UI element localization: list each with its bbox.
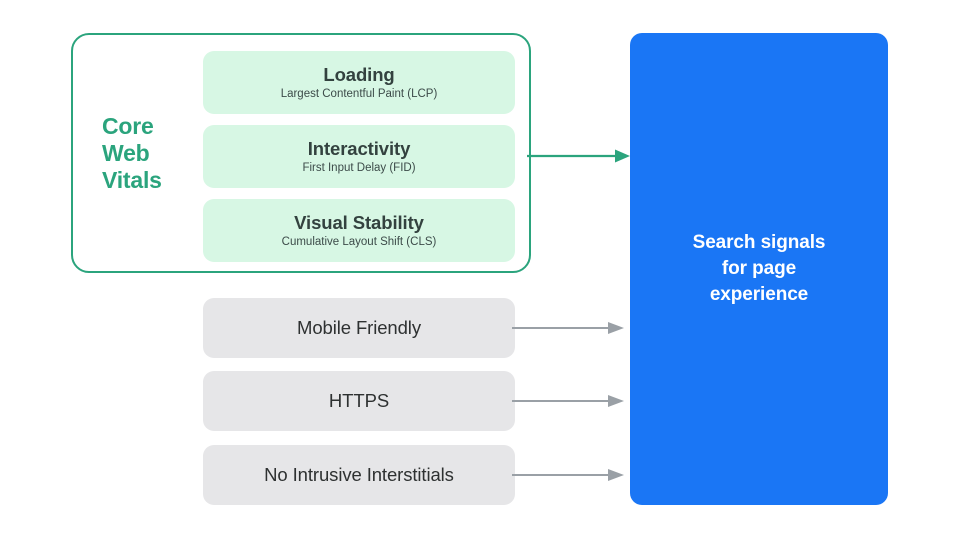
arrow-https-to-outcome-icon bbox=[512, 395, 624, 407]
outcome-panel: Search signals for page experience bbox=[630, 33, 888, 505]
signal-no-intrusive-interstitials: No Intrusive Interstitials bbox=[203, 445, 515, 505]
signal-label: Mobile Friendly bbox=[297, 317, 421, 338]
metric-title: Interactivity bbox=[307, 137, 411, 159]
outcome-text-line-3: experience bbox=[709, 284, 809, 305]
metric-card-loading: Loading Largest Contentful Paint (LCP) bbox=[203, 51, 515, 114]
arrow-no-intrusive-interstitials-to-outcome-icon bbox=[512, 469, 624, 481]
metric-card-visual-stability: Visual Stability Cumulative Layout Shift… bbox=[203, 199, 515, 262]
core-web-vitals-label-line-3: Vitals bbox=[102, 167, 162, 193]
core-web-vitals-label-line-2: Web bbox=[102, 140, 150, 166]
metric-subtitle: First Input Delay (FID) bbox=[302, 161, 416, 174]
outcome-text-line-1: Search signals bbox=[692, 232, 826, 253]
metric-subtitle: Cumulative Layout Shift (CLS) bbox=[281, 235, 437, 248]
metric-card-interactivity: Interactivity First Input Delay (FID) bbox=[203, 125, 515, 188]
signal-https: HTTPS bbox=[203, 371, 515, 431]
arrow-mobile-friendly-to-outcome-icon bbox=[512, 322, 624, 334]
metric-title: Visual Stability bbox=[294, 211, 424, 233]
core-web-vitals-label: Core Web Vitals bbox=[102, 113, 188, 194]
outcome-text-line-2: for page bbox=[721, 258, 797, 279]
arrow-core-web-vitals-to-outcome-icon bbox=[527, 149, 630, 163]
metric-title: Loading bbox=[323, 63, 395, 85]
core-web-vitals-label-line-1: Core bbox=[102, 113, 154, 139]
signal-label: HTTPS bbox=[328, 390, 390, 411]
signal-label: No Intrusive Interstitials bbox=[264, 464, 454, 485]
signal-mobile-friendly: Mobile Friendly bbox=[203, 298, 515, 358]
outcome-text: Search signals for page experience bbox=[693, 230, 826, 308]
metric-subtitle: Largest Contentful Paint (LCP) bbox=[280, 87, 438, 100]
